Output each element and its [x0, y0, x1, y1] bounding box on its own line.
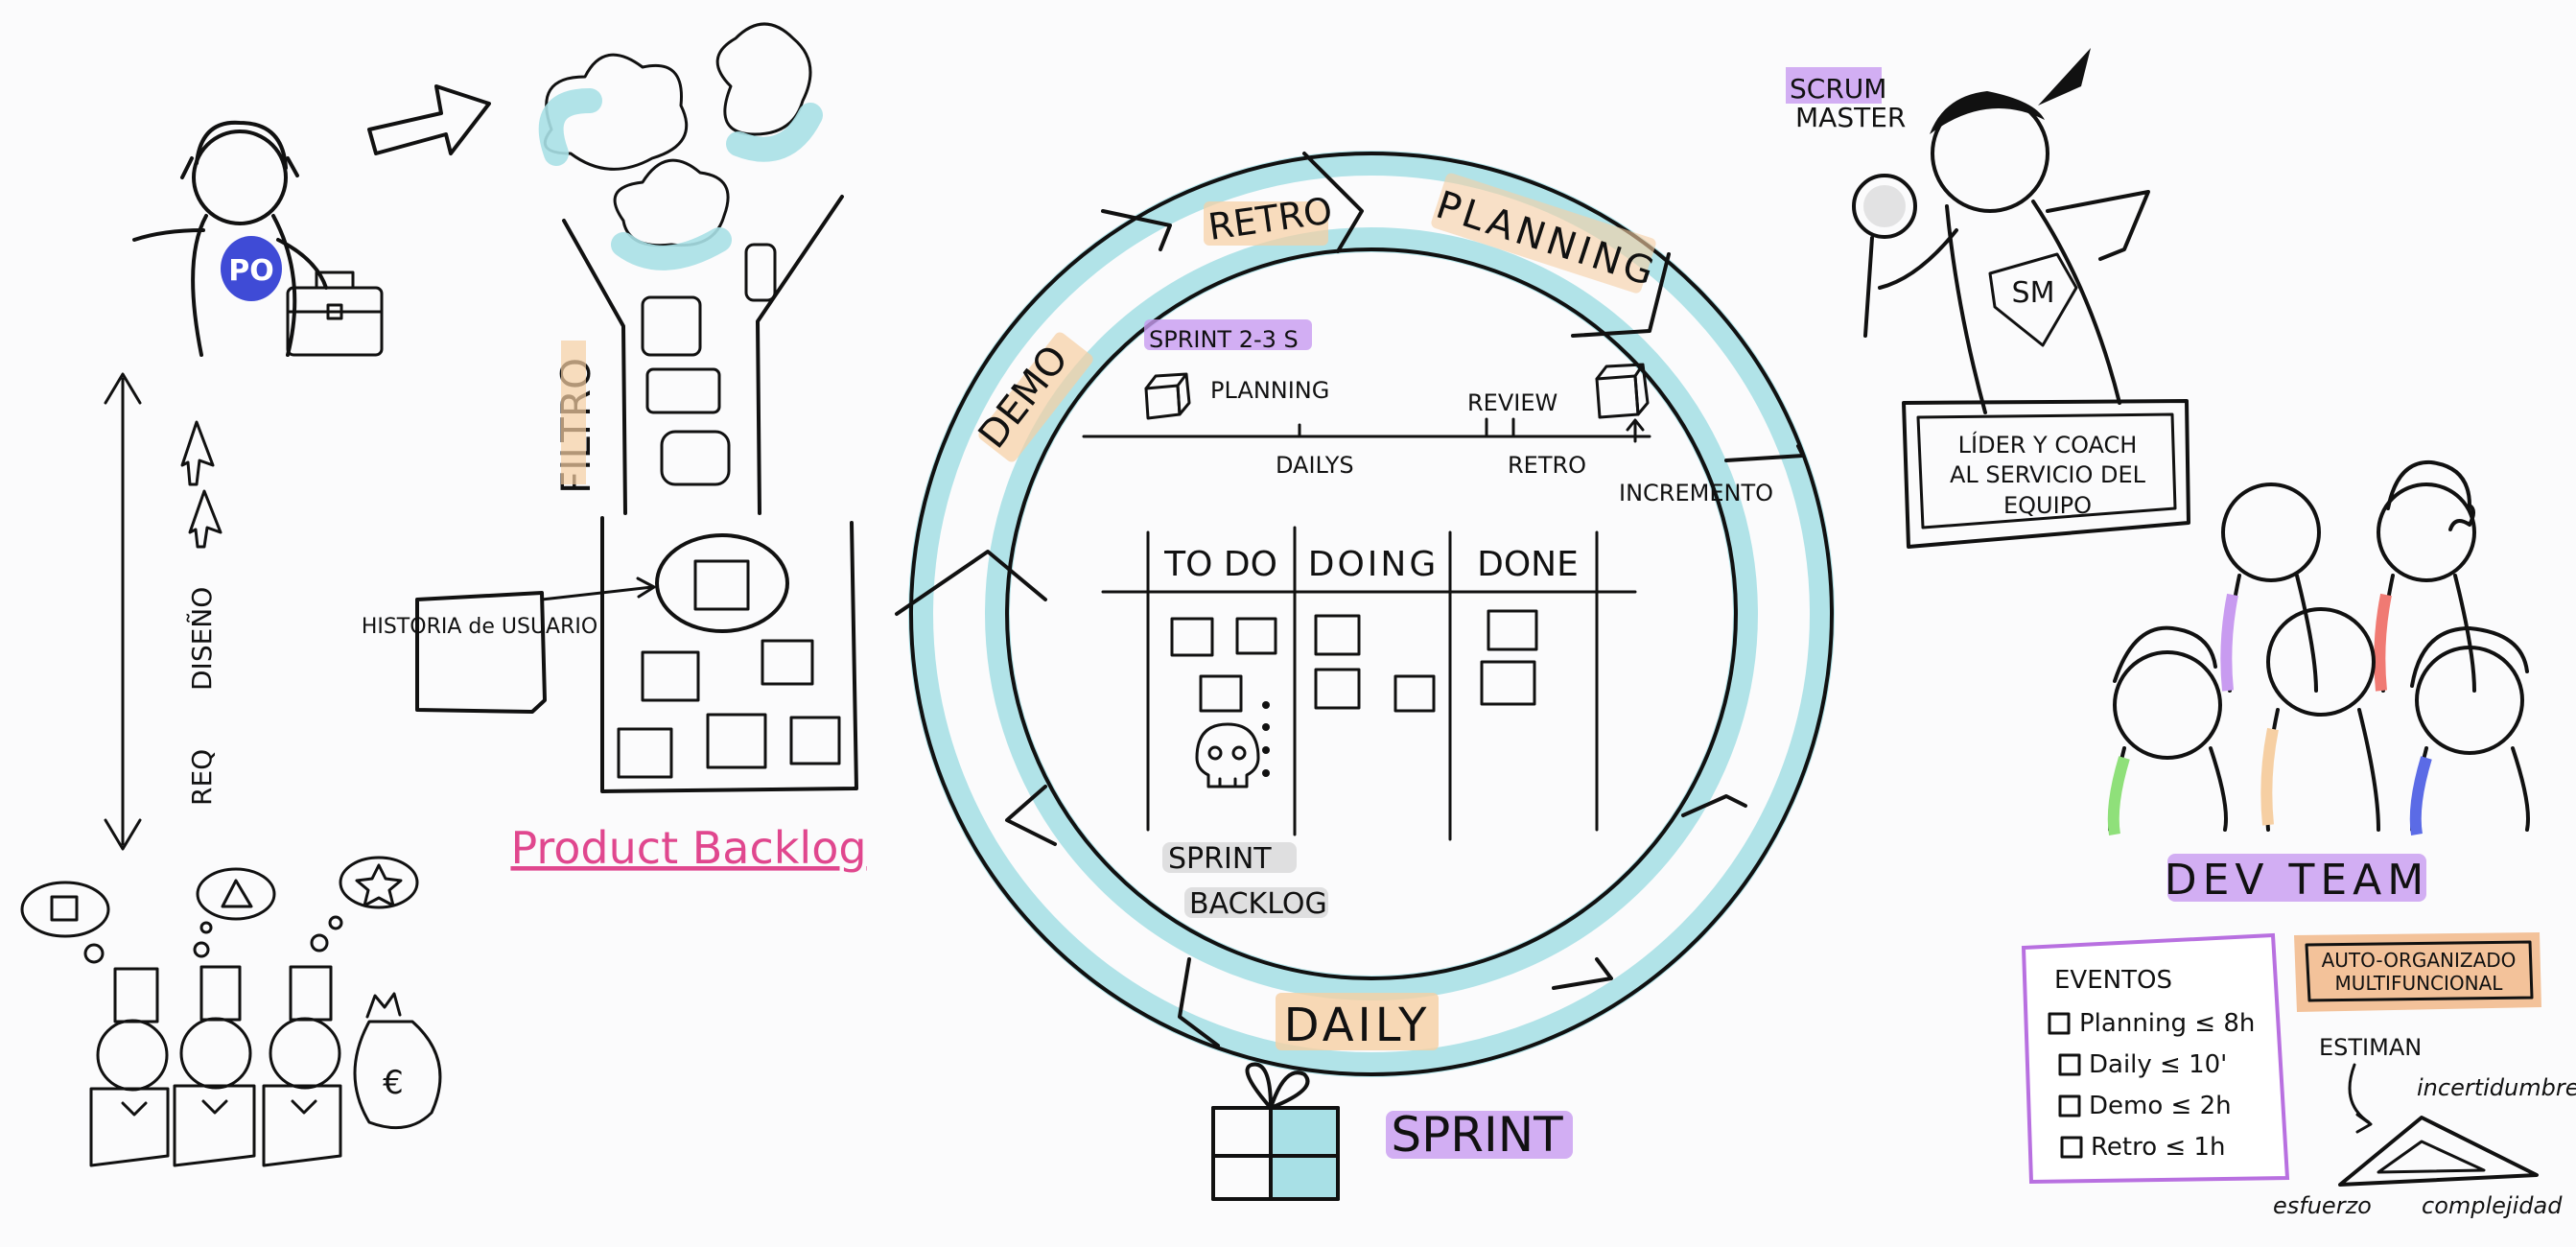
timeline-retro: RETRO — [1508, 452, 1586, 479]
sprint-length: SPRINT 2-3 S — [1149, 326, 1299, 353]
magnifier-icon — [1852, 174, 1917, 338]
box-icon — [1144, 372, 1191, 420]
sticky-note — [706, 713, 767, 769]
estimation-section: ESTIMAN incertidumbre esfuerzo complejid… — [2273, 1034, 2576, 1219]
estiman-label: ESTIMAN — [2319, 1034, 2422, 1061]
team-traits-box: AUTO-ORGANIZADO MULTIFUNCIONAL — [2294, 932, 2541, 1012]
money-bag-icon: € — [353, 992, 442, 1130]
thought-bubble — [196, 867, 276, 921]
team-member — [2409, 626, 2530, 835]
sprint-title: SPRINT — [1391, 1107, 1563, 1163]
money-bag-symbol: € — [383, 1064, 404, 1102]
team-member — [2374, 459, 2476, 693]
sticky-note — [761, 639, 814, 686]
team-member — [2260, 607, 2380, 832]
product-backlog-link[interactable]: Product Backlog — [510, 822, 866, 874]
stakeholder-figure — [173, 965, 256, 1167]
sticky-note — [1235, 617, 1277, 655]
board-column-todo: TO DO — [1163, 545, 1277, 584]
stage-daily: DAILY — [1284, 999, 1431, 1052]
filter-funnel: FILTRO — [538, 22, 844, 515]
timeline-planning: PLANNING — [1210, 377, 1329, 404]
sticky-note — [1480, 660, 1536, 706]
events-title: EVENTOS — [2054, 966, 2172, 995]
sprint-board: TO DO DOING DONE SPRINT BACKLOG — [1101, 526, 1637, 921]
briefcase-icon — [286, 271, 384, 357]
stakeholder-figure — [262, 965, 342, 1167]
star-icon — [355, 863, 403, 907]
event-planning: Planning ≤ 8h — [2079, 1009, 2255, 1038]
board-column-doing: DOING — [1308, 545, 1440, 584]
timeline-dailys: DAILYS — [1276, 452, 1354, 479]
thought-bubble — [339, 856, 419, 909]
sprint-cycle: RETRO PLANNING DEMO DAILY SPRINT 2-3 S P… — [895, 151, 1835, 1077]
arrow-right-icon — [367, 84, 491, 155]
team-member — [2220, 482, 2321, 693]
product-backlog-box — [600, 516, 858, 793]
board-footer-backlog: BACKLOG — [1189, 887, 1327, 921]
sm-sign-line-3: EQUIPO — [2003, 492, 2092, 519]
gift-icon — [1211, 1062, 1340, 1201]
events-box: EVENTOS Planning ≤ 8h Daily ≤ 10' Demo ≤… — [2021, 932, 2290, 1185]
sticky-note — [1314, 614, 1361, 656]
sm-badge — [1988, 252, 2078, 347]
req-design-axis: DISEÑO REQ — [104, 372, 222, 851]
sticky-note — [693, 559, 750, 611]
team-member — [2107, 625, 2228, 835]
stakeholder-figure — [89, 967, 170, 1167]
sticky-note — [1314, 668, 1361, 710]
timeline-review: REVIEW — [1467, 389, 1557, 416]
dev-team-group: DEV TEAM — [2107, 459, 2530, 905]
user-story-note: HISTORIA de USUARIO — [362, 576, 656, 714]
dev-team-title: DEV TEAM — [2165, 856, 2430, 905]
box-icon — [1595, 363, 1650, 419]
po-badge — [221, 236, 282, 301]
product-owner-figure: PO — [132, 120, 328, 357]
scrum-master-figure: SCRUM MASTER SM LÍDER Y COACH AL SERVICI… — [1786, 48, 2190, 549]
scrum-master-title-2: MASTER — [1795, 102, 1906, 133]
event-daily: Daily ≤ 10' — [2089, 1050, 2227, 1079]
trait-cross-functional: MULTIFUNCIONAL — [2335, 972, 2504, 995]
triangle-label-effort: esfuerzo — [2273, 1192, 2372, 1219]
square-icon — [50, 895, 79, 922]
sm-sign-line-1: LÍDER Y COACH — [1958, 431, 2138, 459]
axis-label-design: DISEÑO — [186, 587, 218, 691]
sticky-note — [789, 716, 841, 765]
sticky-note — [1199, 674, 1243, 713]
po-badge-label: PO — [228, 254, 274, 288]
event-demo: Demo ≤ 2h — [2089, 1092, 2232, 1120]
triangle-label-uncertainty: incertidumbre — [2417, 1074, 2576, 1101]
sm-badge-label: SM — [2012, 276, 2055, 310]
sticky-note — [1487, 609, 1538, 651]
skull-icon — [1195, 722, 1260, 788]
thought-bubble — [20, 881, 110, 938]
sm-sign: LÍDER Y COACH AL SERVICIO DEL EQUIPO — [1902, 399, 2190, 549]
axis-label-req: REQ — [186, 749, 218, 806]
sticky-note — [617, 727, 673, 779]
triangle-icon — [221, 879, 253, 908]
sticky-note — [1393, 674, 1436, 713]
board-column-done: DONE — [1477, 545, 1579, 584]
sticky-note — [1170, 617, 1214, 657]
event-retro: Retro ≤ 1h — [2091, 1133, 2225, 1162]
board-footer-sprint: SPRINT — [1168, 842, 1272, 876]
sticky-note — [641, 650, 700, 702]
sm-sign-line-2: AL SERVICIO DEL — [1950, 461, 2146, 488]
trait-self-organized: AUTO-ORGANIZADO — [2322, 949, 2517, 972]
user-story-label: HISTORIA de USUARIO — [362, 615, 597, 639]
scrum-master-title-1: SCRUM — [1790, 73, 1886, 105]
stakeholders-group: € — [20, 856, 442, 1167]
timeline-incremento: INCREMENTO — [1619, 480, 1773, 506]
triangle-label-complexity: complejidad — [2422, 1192, 2563, 1219]
